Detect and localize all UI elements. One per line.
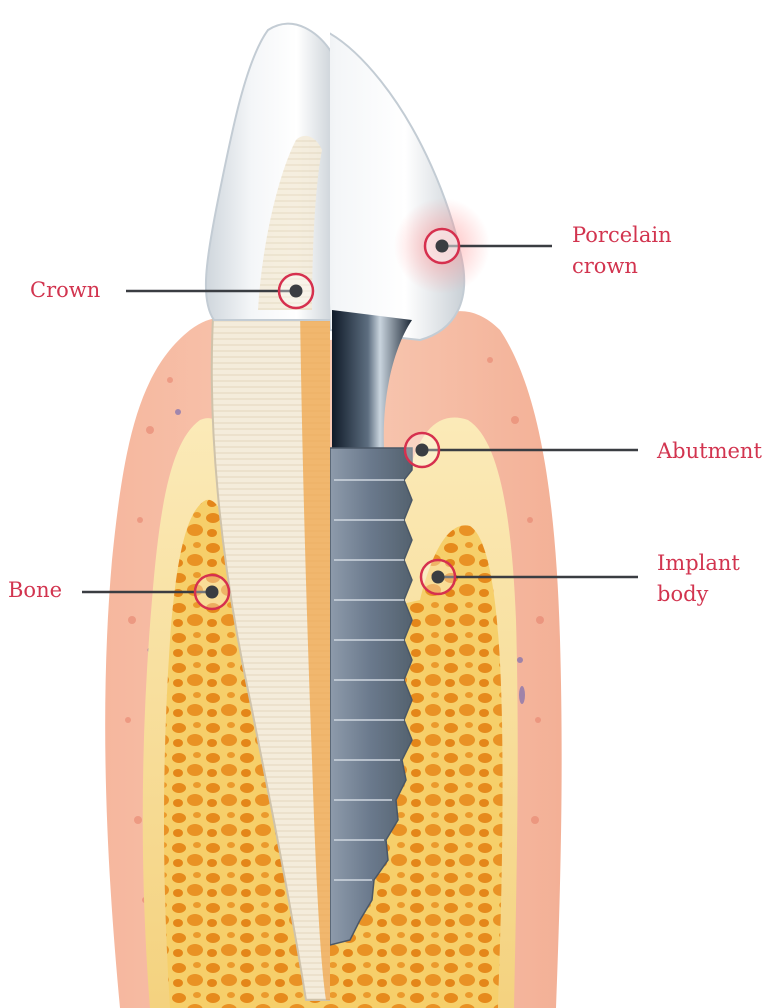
marker-abutment[interactable] [405,433,439,467]
label-porcelain-line1: Porcelain [572,220,672,251]
marker-implant-body[interactable] [421,560,455,594]
marker-bone[interactable] [195,575,229,609]
label-implant-body: Implant body [657,548,740,610]
label-implant-line1: Implant [657,548,740,579]
marker-porcelain-crown[interactable] [425,229,459,263]
marker-crown[interactable] [279,274,313,308]
label-porcelain-crown: Porcelain crown [572,220,672,282]
label-porcelain-line2: crown [572,251,672,282]
label-bone: Bone [8,575,62,606]
label-implant-line2: body [657,579,740,610]
label-abutment: Abutment [657,436,762,467]
label-crown: Crown [30,275,100,306]
